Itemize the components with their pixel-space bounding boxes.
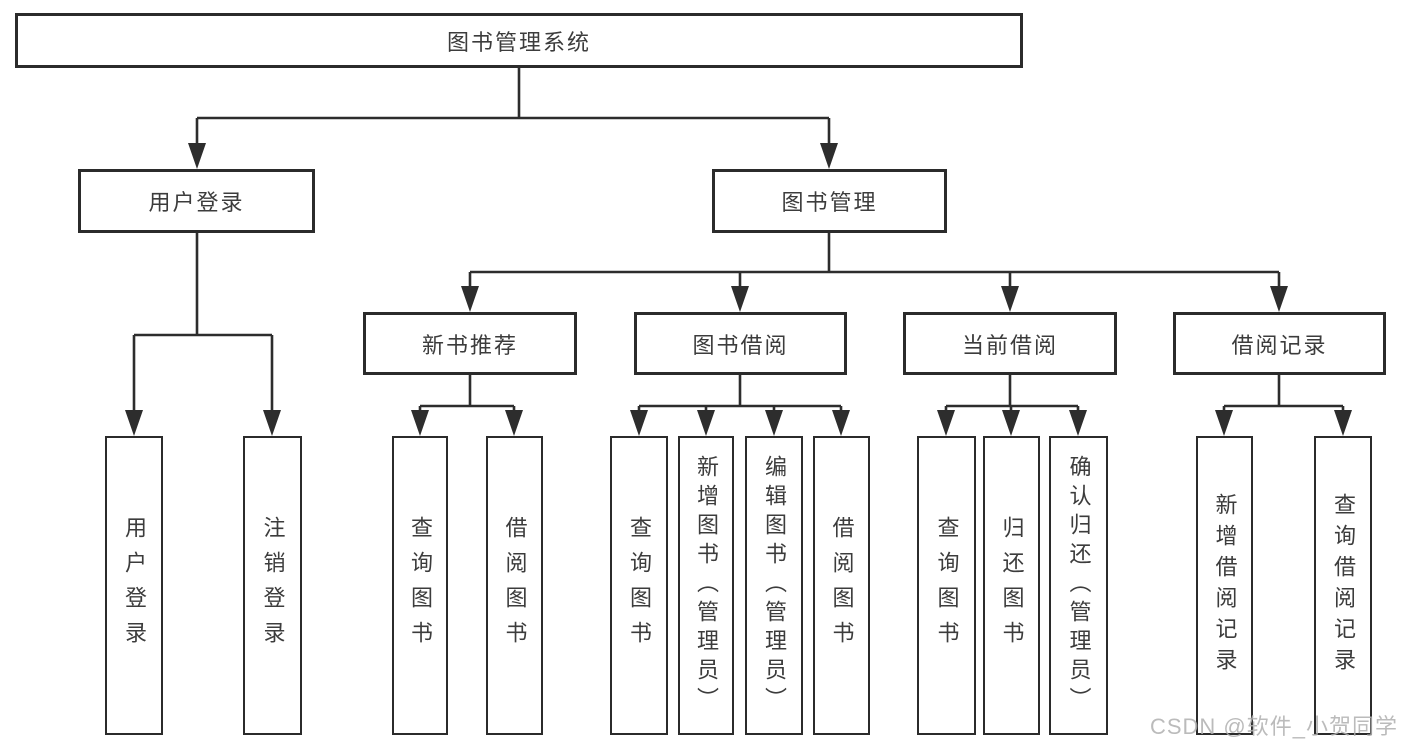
node-book-management: 图书管理 — [712, 169, 947, 233]
connector-user-login-to-leaves — [125, 233, 281, 436]
leaf-label: 借阅图书 — [829, 515, 855, 656]
leaf-label: 注销登录 — [260, 515, 286, 656]
leaf-logout: 注销登录 — [243, 436, 302, 735]
node-library-system: 图书管理系统 — [15, 13, 1023, 68]
leaf-confirm-return-admin: 确认归还（管理员） — [1049, 436, 1108, 735]
leaf-edit-book-admin: 编辑图书（管理员） — [745, 436, 803, 735]
connector-borrowing-to-leaves — [630, 375, 850, 436]
leaf-label: 编辑图书（管理员） — [762, 455, 787, 716]
leaf-add-book-admin: 新增图书（管理员） — [678, 436, 734, 735]
csdn-watermark: CSDN @软件_小贺同学 — [1149, 714, 1398, 739]
leaf-borrow-books-recommend: 借阅图书 — [486, 436, 543, 735]
node-label: 用户登录 — [148, 190, 245, 215]
connector-root-to-level2 — [188, 68, 838, 169]
leaf-label: 查询图书 — [934, 515, 960, 656]
leaf-query-books-recommend: 查询图书 — [392, 436, 448, 735]
leaf-label: 归还图书 — [999, 515, 1025, 656]
node-label: 图书管理 — [781, 190, 878, 215]
node-label: 新书推荐 — [421, 332, 518, 358]
leaf-label: 确认归还（管理员） — [1066, 455, 1092, 716]
leaf-label: 查询图书 — [627, 515, 652, 656]
leaf-user-login: 用户登录 — [105, 436, 163, 735]
node-label: 当前借阅 — [961, 332, 1058, 358]
connector-records-to-leaves — [1215, 375, 1352, 436]
connector-current-borrowing-to-leaves — [937, 375, 1087, 436]
node-book-borrowing: 图书借阅 — [634, 312, 847, 375]
node-new-book-recommendation: 新书推荐 — [363, 312, 577, 375]
leaf-add-borrow-record: 新增借阅记录 — [1196, 436, 1253, 735]
leaf-label: 查询图书 — [408, 515, 433, 656]
node-label: 图书管理系统 — [446, 29, 591, 55]
leaf-query-books-borrowing: 查询图书 — [610, 436, 668, 735]
node-label: 借阅记录 — [1231, 332, 1328, 358]
connector-book-management-to-level3 — [461, 233, 1288, 312]
node-user-login: 用户登录 — [78, 169, 315, 233]
leaf-label: 新增借阅记录 — [1212, 492, 1238, 679]
leaf-label: 用户登录 — [122, 515, 147, 656]
leaf-label: 新增图书（管理员） — [694, 455, 719, 716]
connector-new-books-to-leaves — [411, 375, 523, 436]
leaf-label: 借阅图书 — [502, 515, 528, 656]
node-borrowing-records: 借阅记录 — [1173, 312, 1386, 375]
leaf-return-book: 归还图书 — [983, 436, 1040, 735]
leaf-borrow-books-borrowing: 借阅图书 — [813, 436, 870, 735]
node-current-borrowing: 当前借阅 — [903, 312, 1117, 375]
node-label: 图书借阅 — [692, 332, 789, 358]
leaf-query-borrow-record: 查询借阅记录 — [1314, 436, 1372, 735]
leaf-query-books-current: 查询图书 — [917, 436, 976, 735]
leaf-label: 查询借阅记录 — [1331, 492, 1356, 679]
